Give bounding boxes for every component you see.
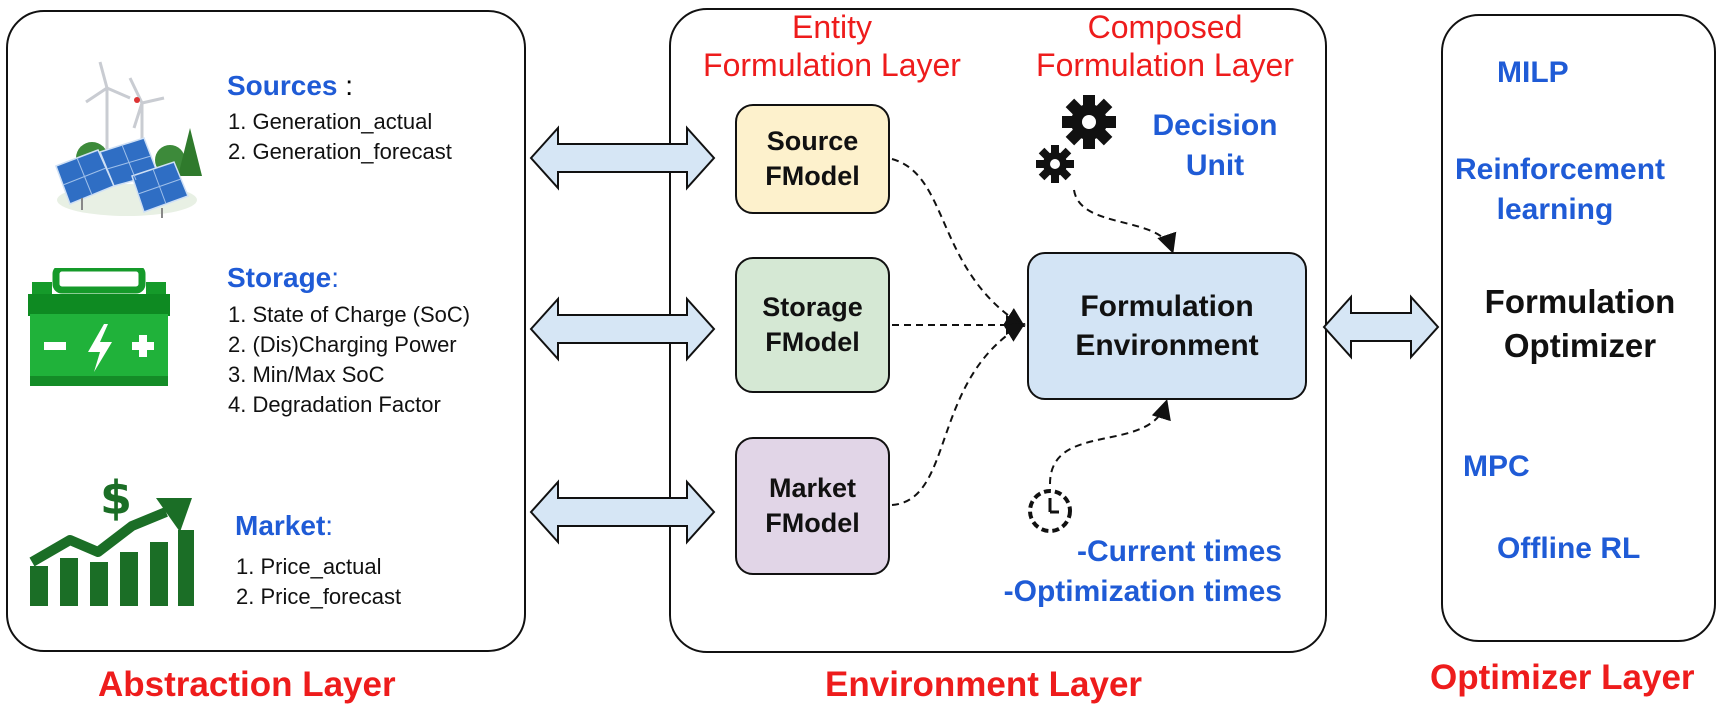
list-item: 2. (Dis)Charging Power bbox=[228, 332, 457, 357]
sources-heading: Sources : bbox=[227, 70, 353, 102]
source-fmodel-box: Source FModel bbox=[735, 104, 890, 214]
milp-label: MILP bbox=[1497, 56, 1569, 89]
storage-heading: Storage: bbox=[227, 262, 339, 294]
optimizer-double-arrow bbox=[1322, 294, 1440, 360]
market-heading: Market: bbox=[235, 510, 333, 542]
mpc-label: MPC bbox=[1463, 450, 1530, 483]
formulation-environment-box: Formulation Environment bbox=[1027, 252, 1307, 400]
optimizer-layer-title: Optimizer Layer bbox=[1430, 658, 1695, 697]
gears-to-env-connector bbox=[1073, 189, 1177, 254]
source-to-env-connector bbox=[891, 158, 1026, 328]
times-line: -Current times bbox=[1076, 535, 1282, 568]
box-label: FModel bbox=[765, 508, 860, 538]
decision-unit-line: Decision bbox=[1152, 109, 1278, 142]
composed-layer-header: Composed Formulation Layer bbox=[1015, 8, 1315, 84]
box-label: Source bbox=[766, 125, 859, 156]
abstraction-layer-title: Abstraction Layer bbox=[98, 665, 396, 704]
offline-rl-label: Offline RL bbox=[1497, 532, 1641, 565]
decision-unit-line: Unit bbox=[1185, 149, 1245, 182]
times-line: -Optimization times bbox=[1003, 575, 1282, 608]
market-title: Market bbox=[235, 510, 326, 541]
list-item: 1. Generation_actual bbox=[228, 109, 433, 134]
sources-title: Sources bbox=[227, 70, 338, 101]
sources-list: 1. Generation_actual 2. Generation_forec… bbox=[228, 107, 452, 167]
box-label: Formulation bbox=[1080, 290, 1254, 323]
decision-unit-label: Decision Unit bbox=[1140, 106, 1290, 186]
sources-sep: : bbox=[337, 70, 354, 101]
reinforcement-learning-label: Reinforcement learning bbox=[1455, 150, 1666, 230]
times-label: -Current times -Optimization times bbox=[960, 532, 1282, 612]
entity-header-line: Entity bbox=[791, 9, 873, 45]
optimizer-panel bbox=[1441, 14, 1716, 642]
box-label: FModel bbox=[765, 327, 860, 357]
formulation-optimizer-label: Formulation Optimizer bbox=[1450, 280, 1710, 368]
market-sep: : bbox=[325, 510, 334, 541]
environment-layer-title: Environment Layer bbox=[825, 665, 1143, 704]
storage-list: 1. State of Charge (SoC) 2. (Dis)Chargin… bbox=[228, 300, 470, 420]
list-item: 2. Price_forecast bbox=[236, 584, 402, 609]
solar-wind-farm-icon bbox=[52, 58, 202, 225]
box-label: FModel bbox=[765, 161, 860, 191]
list-item: 2. Generation_forecast bbox=[228, 139, 452, 164]
rl-line: Reinforcement bbox=[1455, 153, 1666, 186]
list-item: 4. Degradation Factor bbox=[228, 392, 441, 417]
optimizer-line: Formulation bbox=[1484, 283, 1676, 320]
gears-icon bbox=[1033, 94, 1117, 195]
market-fmodel-box: Market FModel bbox=[735, 437, 890, 575]
entity-header-line: Formulation Layer bbox=[703, 47, 961, 83]
optimizer-line: Optimizer bbox=[1503, 327, 1657, 364]
sources-double-arrow bbox=[529, 125, 716, 191]
storage-title: Storage bbox=[227, 262, 332, 293]
list-item: 1. Price_actual bbox=[236, 554, 382, 579]
entity-layer-header: Entity Formulation Layer bbox=[682, 8, 982, 84]
market-growth-icon: $ bbox=[28, 471, 194, 613]
list-item: 3. Min/Max SoC bbox=[228, 362, 385, 387]
box-label: Market bbox=[768, 472, 857, 503]
clock-to-env-connector bbox=[1049, 399, 1171, 485]
storage-double-arrow bbox=[529, 296, 716, 362]
market-list: 1. Price_actual 2. Price_forecast bbox=[236, 552, 401, 612]
svg-text:$: $ bbox=[100, 474, 132, 525]
composed-header-line: Composed bbox=[1087, 9, 1243, 45]
storage-fmodel-box: Storage FModel bbox=[735, 257, 890, 393]
list-item: 1. State of Charge (SoC) bbox=[228, 302, 471, 327]
rl-line: learning bbox=[1496, 193, 1614, 226]
market-double-arrow bbox=[529, 479, 716, 545]
car-battery-icon bbox=[28, 264, 170, 393]
storage-sep: : bbox=[331, 262, 340, 293]
box-label: Environment bbox=[1075, 329, 1259, 362]
box-label: Storage bbox=[762, 291, 863, 322]
composed-header-line: Formulation Layer bbox=[1036, 47, 1294, 83]
clock-icon bbox=[1023, 484, 1077, 543]
market-to-env-connector bbox=[891, 322, 1026, 506]
